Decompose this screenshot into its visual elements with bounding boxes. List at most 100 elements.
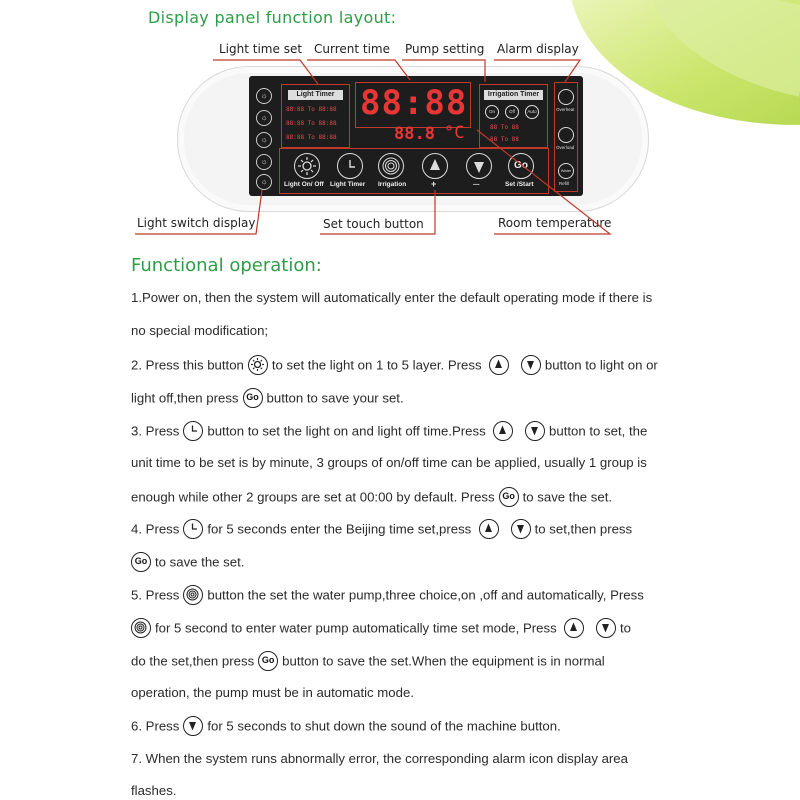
text-fragment: light off,then press	[131, 390, 239, 406]
text-fragment: for 5 seconds to shut down the sound of …	[207, 718, 561, 734]
temperature-box: 88.8 °C	[355, 122, 477, 146]
text-fragment: enough while other 2 groups are set at 0…	[131, 489, 495, 505]
temperature-display: 88.8	[394, 124, 435, 144]
down-arrow-icon	[474, 162, 484, 173]
overheat-icon	[558, 89, 574, 105]
text-fragment: 6. Press	[131, 718, 180, 734]
text-fragment: for 5 second to enter water pump automat…	[155, 620, 557, 636]
text-fragment: button to light on or	[544, 357, 658, 373]
irrigation-icon	[382, 157, 400, 175]
text-fragment: to save the set.	[155, 554, 245, 570]
instruction-line: unit time to be set is by minute, 3 grou…	[131, 455, 647, 470]
sun-icon	[298, 157, 316, 175]
callout-pump-setting: Pump setting	[405, 42, 485, 56]
sun-icon	[247, 355, 268, 375]
sun-icon[interactable]: ☼	[256, 110, 272, 126]
text-fragment: button to save the set.When the equipmen…	[282, 653, 605, 669]
go-button[interactable]: Go	[508, 153, 534, 179]
down-button[interactable]	[466, 153, 492, 179]
text-fragment: button to save your set.	[266, 390, 404, 406]
instruction-line: 5. Press button the set the water pump,th…	[131, 585, 711, 606]
text-fragment: button to set the light on and light off…	[207, 423, 486, 439]
timer-row: 88:88 To 88:88	[286, 106, 337, 113]
go-icon: Go	[498, 487, 519, 507]
instruction-line: 2. Press this button to set the light on …	[131, 355, 711, 376]
up-arrow-icon	[493, 421, 514, 441]
instruction-line: 7. When the system runs abnormally error…	[131, 751, 628, 766]
callout-current-time: Current time	[314, 42, 390, 56]
sun-icon[interactable]: ☼	[256, 174, 272, 190]
sun-icon[interactable]: ☼	[256, 88, 272, 104]
instruction-line: 6. Press for 5 seconds to shut down the s…	[131, 716, 711, 737]
down-arrow-icon	[525, 421, 546, 441]
irrigation-icon	[131, 618, 151, 638]
up-arrow-icon	[478, 519, 499, 539]
timer-row: 88:88 To 88:88	[286, 134, 337, 141]
irrigation-timer-title: Irrigation Timer	[484, 90, 543, 100]
irrigation-button[interactable]	[378, 153, 404, 179]
irrigation-icon	[183, 585, 204, 605]
instruction-line: 4. Press for 5 seconds enter the Beijing …	[131, 519, 711, 540]
instruction-line: 3. Press button to set the light on and l…	[131, 421, 711, 442]
clock-display: 88:88	[360, 83, 468, 123]
light-timer-button[interactable]	[337, 153, 363, 179]
text-fragment: 3. Press	[131, 423, 180, 439]
irrigation-on-button[interactable]: On	[485, 105, 499, 119]
irrigation-off-button[interactable]: Off	[505, 105, 519, 119]
callout-light-switch-display: Light switch display	[137, 216, 256, 230]
light-on-off-button[interactable]	[294, 153, 320, 179]
instruction-line: operation, the pump must be in automatic…	[131, 685, 414, 700]
refill-label: Refill	[559, 181, 570, 186]
clock-box: 88:88	[355, 82, 471, 128]
text-fragment: 4. Press	[131, 521, 180, 537]
callout-set-touch-button: Set touch button	[323, 217, 424, 231]
irrigation-row: 88 To 88	[490, 124, 519, 131]
text-fragment: for 5 seconds enter the Beijing time set…	[207, 521, 472, 537]
set-start-label: Set /Start	[505, 181, 534, 188]
overheat-label: Overheat	[556, 107, 575, 112]
alarm-box: Overheat Overload Water Refill	[554, 82, 578, 192]
control-button-box: Light On/ Off Light Timer Irrigation + —…	[279, 148, 549, 194]
light-timer-label: Light Timer	[330, 181, 366, 188]
callout-room-temperature: Room temperature	[498, 216, 612, 230]
text-fragment: to	[620, 620, 632, 636]
text-fragment: button the set the water pump,three choi…	[207, 587, 644, 603]
up-arrow-icon	[564, 618, 585, 638]
text-fragment: to set,then press	[534, 521, 633, 537]
callout-alarm-display: Alarm display	[497, 42, 579, 56]
overload-label: Overload	[556, 145, 575, 150]
irrigation-auto-button[interactable]: Auto	[525, 105, 539, 119]
callout-light-time-set: Light time set	[219, 42, 303, 56]
water-icon: Water	[558, 163, 574, 179]
go-icon: Go	[242, 388, 263, 408]
callout-lines	[135, 59, 612, 235]
layout-title: Display panel function layout:	[148, 8, 397, 27]
clock-icon	[183, 421, 204, 441]
text-fragment: button to set, the	[549, 423, 648, 439]
down-arrow-icon	[596, 618, 617, 638]
sun-icon[interactable]: ☼	[256, 132, 272, 148]
text-fragment: 5. Press	[131, 587, 180, 603]
up-button[interactable]	[422, 153, 448, 179]
instruction-line: no special modification;	[131, 323, 269, 338]
plus-label: +	[431, 179, 437, 189]
overload-icon	[558, 127, 574, 143]
clock-icon	[183, 519, 204, 539]
down-arrow-icon	[183, 716, 204, 736]
clock-icon	[349, 160, 355, 168]
instruction-line: flashes.	[131, 783, 177, 798]
text-fragment: 2. Press this button	[131, 357, 244, 373]
functional-operation-title: Functional operation:	[131, 255, 322, 276]
sun-icon[interactable]: ☼	[256, 154, 272, 170]
irrigation-label: Irrigation	[378, 181, 407, 188]
text-fragment: to set the light on 1 to 5 layer. Press	[271, 357, 482, 373]
down-arrow-icon	[520, 355, 541, 375]
light-timer-title: Light Timer	[288, 90, 343, 100]
timer-row: 88:88 To 88:88	[286, 120, 337, 127]
go-icon: Go	[258, 651, 279, 671]
text-fragment: to save the set.	[522, 489, 613, 505]
minus-label: —	[473, 181, 480, 188]
